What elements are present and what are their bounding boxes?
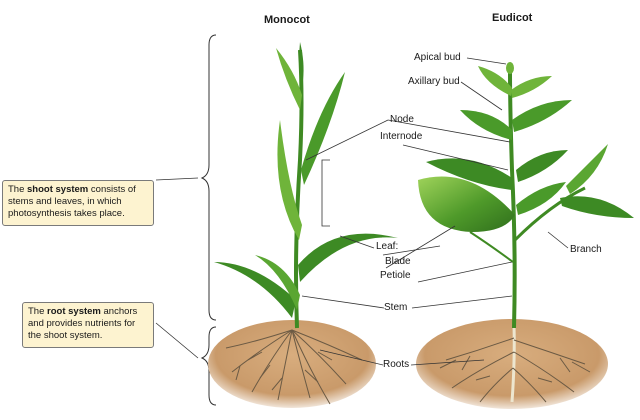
petiole-label: Petiole [380,270,411,281]
root-system-callout: The root system anchors and provides nut… [22,302,154,348]
leader-lines [155,57,569,366]
monocot-leaf [301,72,345,185]
eudicot-leaf [512,100,572,132]
eudicot-leaf [478,66,512,96]
eudicot-plant [418,62,634,329]
eudicot-leaf [511,76,552,98]
blade-label: Blade [385,256,411,267]
eudicot-leaf [426,158,512,190]
internode-label: Internode [380,131,423,142]
monocot-soil [208,320,376,408]
eudicot-leaf [560,196,634,218]
monocot-roots [225,329,363,405]
monocot-stem [294,49,304,329]
monocot-title: Monocot [264,14,310,26]
eudicot-leaf [516,182,566,215]
monocot-leaf [277,120,302,240]
apical-bud-label: Apical bud [414,52,461,63]
eudicot-leaf [460,110,512,140]
monocot-leaf [276,48,302,110]
root-callout-pre: The [28,306,48,317]
root-callout-post: anchors and provides nutrients for the s… [28,306,138,341]
leaf-label: Leaf: [376,241,399,252]
monocot-leaf [255,255,300,310]
stem-label: Stem [384,302,408,313]
monocot-leaf [299,42,304,80]
eudicot-leaf [566,144,608,194]
shoot-bracket [200,34,217,321]
eudicot-title: Eudicot [492,12,533,24]
shoot-callout-term: shoot system [27,184,89,195]
monocot-leaf [298,233,398,282]
eudicot-blade [418,176,515,232]
apical-bud-shape [506,62,514,74]
eudicot-roots [439,325,591,403]
eudicot-soil [416,319,608,409]
shoot-callout-post: consists of stems and leaves, in which p… [8,184,136,219]
axillary-bud-label: Axillary bud [408,76,460,87]
monocot-plant [214,42,398,329]
shoot-system-callout: The shoot system consists of stems and l… [2,180,154,226]
eudicot-leaf [516,150,568,182]
branch-label: Branch [570,244,602,255]
root-callout-term: root system [47,306,101,317]
eudicot-branch [513,186,586,242]
roots-label: Roots [383,359,410,370]
eudicot-petiole [469,231,514,263]
root-bracket [200,326,217,406]
shoot-callout-pre: The [8,184,28,195]
eudicot-stem [508,69,517,329]
node-label: Node [390,114,414,125]
monocot-leaf [214,262,296,318]
